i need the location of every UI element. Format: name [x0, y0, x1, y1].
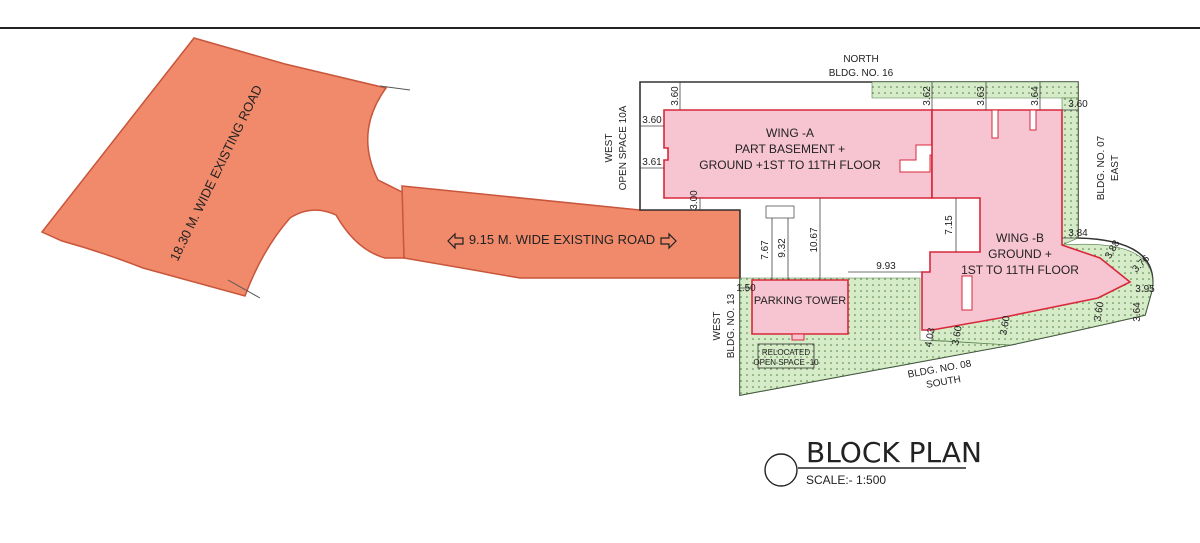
dim-150: 1.50	[736, 283, 756, 294]
parking-tower-label: PARKING TOWER	[754, 295, 846, 307]
wing-b-recess	[991, 109, 999, 139]
road-edge	[227, 279, 261, 299]
arrow-left-icon	[447, 232, 464, 250]
dim-top-362: 3.62	[922, 86, 933, 106]
dim-right-360: 3.60	[1068, 99, 1088, 110]
dim-715: 7.15	[944, 215, 955, 235]
dim-1067: 10.67	[809, 227, 820, 252]
wing-b-ground: GROUND +	[988, 247, 1052, 261]
dim-left-360: 3.60	[642, 115, 662, 126]
east-bldg-label: BLDG. NO. 07	[1096, 135, 1107, 200]
main-road-18m	[40, 37, 405, 297]
wing-a-basement: PART BASEMENT +	[735, 142, 845, 156]
approach-road-label: 9.15 M. WIDE EXISTING ROAD	[469, 232, 655, 247]
dim-395: 3.95	[1135, 284, 1155, 295]
dim-364b: 3.64	[1132, 302, 1143, 322]
wing-b-recess	[1029, 109, 1037, 131]
wing-b-step	[961, 275, 973, 311]
west-top-label: WEST	[604, 134, 615, 163]
dim-road-300: 3.00	[689, 190, 700, 210]
north-bldg-label: BLDG. NO. 16	[829, 68, 894, 79]
west-top-open-space-label: OPEN SPACE 10A	[618, 105, 629, 190]
parking-tower-building	[751, 279, 849, 335]
dim-403: 4.03	[923, 327, 937, 349]
title-circle-icon	[764, 453, 798, 487]
dim-360d: 3.60	[998, 315, 1012, 337]
arrow-right-icon	[660, 232, 677, 250]
dim-993: 9.93	[876, 261, 896, 272]
wing-b-building	[921, 109, 1132, 331]
west-bottom-bldg-label: BLDG. NO. 13	[726, 293, 737, 358]
dim-top-363: 3.63	[976, 86, 987, 106]
dim-top-364: 3.64	[1030, 86, 1041, 106]
dim-767: 7.67	[760, 240, 771, 260]
north-label: NORTH	[843, 54, 878, 65]
wing-a-floors: GROUND +1ST TO 11TH FLOOR	[699, 158, 881, 172]
dimension-lines	[640, 82, 1078, 289]
relocated-open-space-box	[757, 343, 815, 369]
block-plan-title: BLOCK PLAN	[806, 436, 982, 469]
dim-360s: 3.60	[1092, 301, 1106, 323]
east-label: EAST	[1110, 155, 1121, 181]
core-box	[765, 205, 795, 219]
open-space-10-label: OPEN SPACE -10	[753, 358, 819, 367]
wing-b-floors: 1ST TO 11TH FLOOR	[961, 263, 1079, 277]
scale-label: SCALE:- 1:500	[806, 473, 886, 487]
open-space-north	[871, 81, 1079, 99]
dim-384: 3.84	[1068, 228, 1088, 239]
open-space-southeast	[931, 243, 1153, 346]
open-space-east	[1061, 97, 1079, 246]
west-bottom-label: WEST	[712, 312, 723, 341]
parking-entry	[791, 333, 805, 341]
dim-top-360: 3.60	[670, 86, 681, 106]
dim-360c: 3.60	[950, 325, 964, 347]
dim-left-361: 3.61	[642, 157, 662, 168]
dim-932: 9.32	[777, 238, 788, 258]
wing-b-title: WING -B	[996, 231, 1044, 245]
relocated-label: RELOCATED	[762, 348, 811, 357]
road-edge	[379, 85, 411, 91]
wing-a-title: WING -A	[766, 126, 814, 140]
